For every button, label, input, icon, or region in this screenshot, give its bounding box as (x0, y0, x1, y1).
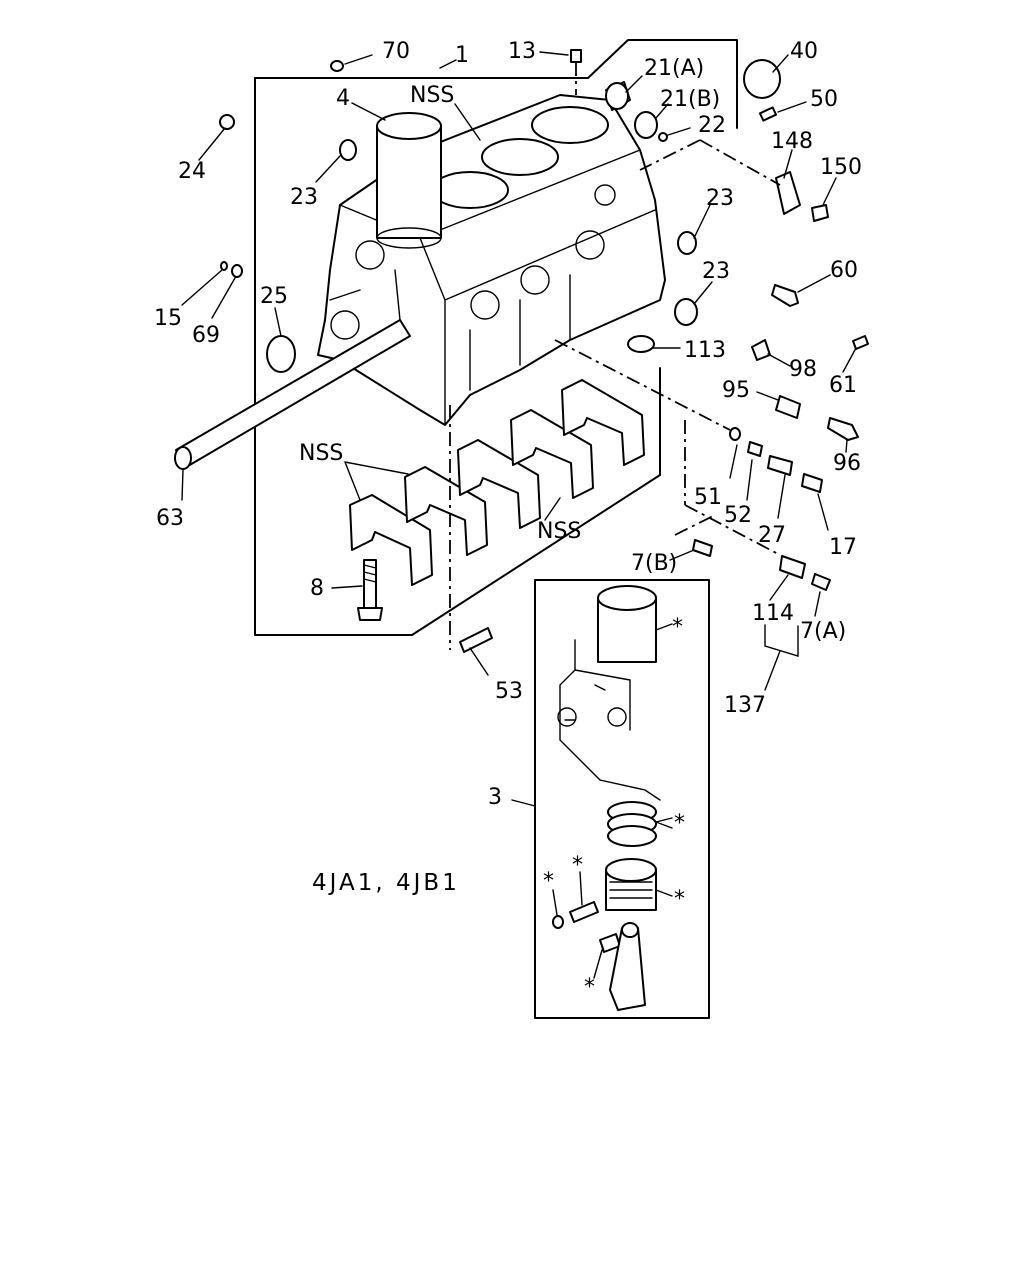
bearing-cap-bolt (357, 559, 383, 621)
alignment-lines (449, 62, 781, 650)
callout-nss-left: NSS (299, 441, 343, 466)
bolt-7b (692, 539, 713, 557)
bracket-148 (775, 171, 801, 215)
star-mark-bushing: * (584, 975, 595, 1000)
part-69 (231, 264, 243, 278)
callout-53: 53 (495, 679, 523, 704)
callout-8: 8 (310, 576, 324, 601)
callout-7a: 7(A) (800, 619, 846, 644)
callout-nss-bottom: NSS (537, 519, 581, 544)
callout-21b: 21(B) (660, 87, 720, 112)
callout-70: 70 (382, 39, 410, 64)
part-50 (758, 106, 778, 122)
callout-148: 148 (771, 129, 813, 154)
part-98 (751, 339, 771, 361)
star-mark-piston: * (674, 887, 685, 912)
callout-96: 96 (833, 451, 861, 476)
bolt-150 (811, 204, 829, 222)
callout-98: 98 (789, 357, 817, 382)
model-caption: 4JA1, 4JB1 (312, 870, 460, 896)
callout-15: 15 (154, 306, 182, 331)
star-mark-clip: * (543, 869, 554, 894)
callout-17: 17 (829, 535, 857, 560)
star-mark-liner: * (672, 615, 683, 640)
callout-1: 1 (455, 43, 469, 68)
plug-113 (627, 335, 655, 353)
callout-51: 51 (694, 485, 722, 510)
callout-3: 3 (488, 785, 502, 810)
bolt-60 (771, 284, 799, 307)
callout-61: 61 (829, 373, 857, 398)
plug-21b (634, 111, 658, 139)
star-mark-pin: * (572, 853, 583, 878)
callout-13: 13 (508, 39, 536, 64)
callout-60: 60 (830, 258, 858, 283)
callout-7b: 7(B) (631, 551, 677, 576)
pin-61 (852, 335, 869, 350)
seal-23-c (674, 298, 698, 326)
oil-gallery-tube (174, 319, 411, 470)
callout-69: 69 (192, 323, 220, 348)
part-52 (747, 441, 763, 457)
callout-21a: 21(A) (644, 56, 704, 81)
plug-25 (266, 335, 296, 373)
piston-kit (552, 585, 661, 1011)
leader-lines (181, 51, 857, 979)
cylinder-liner (376, 112, 442, 249)
callout-50: 50 (810, 87, 838, 112)
part-22 (658, 132, 668, 142)
small-parts (219, 49, 869, 653)
callout-24: 24 (178, 159, 206, 184)
callout-22: 22 (698, 113, 726, 138)
part-15 (220, 261, 228, 271)
callout-23-c: 23 (702, 259, 730, 284)
callout-113: 113 (684, 338, 726, 363)
part-70 (330, 60, 344, 72)
part-13 (570, 49, 582, 63)
fitting-96 (827, 417, 859, 441)
callout-nss-top: NSS (410, 83, 454, 108)
callout-labels: 70 1 13 21(A) 40 4 NSS 21(B) 50 22 24 23… (154, 39, 862, 1000)
callout-4: 4 (336, 86, 350, 111)
callout-23-a: 23 (290, 185, 318, 210)
fitting-95 (775, 395, 801, 419)
fitting-27 (767, 455, 793, 476)
callout-23-b: 23 (706, 186, 734, 211)
bearing-caps (349, 379, 645, 586)
nut-24 (219, 114, 235, 130)
callout-40: 40 (790, 39, 818, 64)
block-frame (254, 39, 738, 636)
seal-23-a (339, 139, 357, 161)
washer-51 (729, 427, 741, 441)
cylinder-block (317, 94, 666, 426)
fitting-17 (801, 473, 823, 493)
callout-137: 137 (724, 693, 766, 718)
plug-114 (779, 555, 806, 579)
callout-52: 52 (724, 503, 752, 528)
bolt-53 (459, 627, 493, 653)
piston-kit-frame (534, 579, 710, 1019)
callout-63: 63 (156, 506, 184, 531)
seal-23-b (677, 231, 697, 255)
callout-95: 95 (722, 378, 750, 403)
plug-7a (811, 573, 831, 591)
star-mark-rings: * (674, 811, 685, 836)
callout-25: 25 (260, 284, 288, 309)
plug-40 (743, 59, 781, 99)
callout-150: 150 (820, 155, 862, 180)
callout-27: 27 (758, 523, 786, 548)
callout-114: 114 (752, 601, 794, 626)
